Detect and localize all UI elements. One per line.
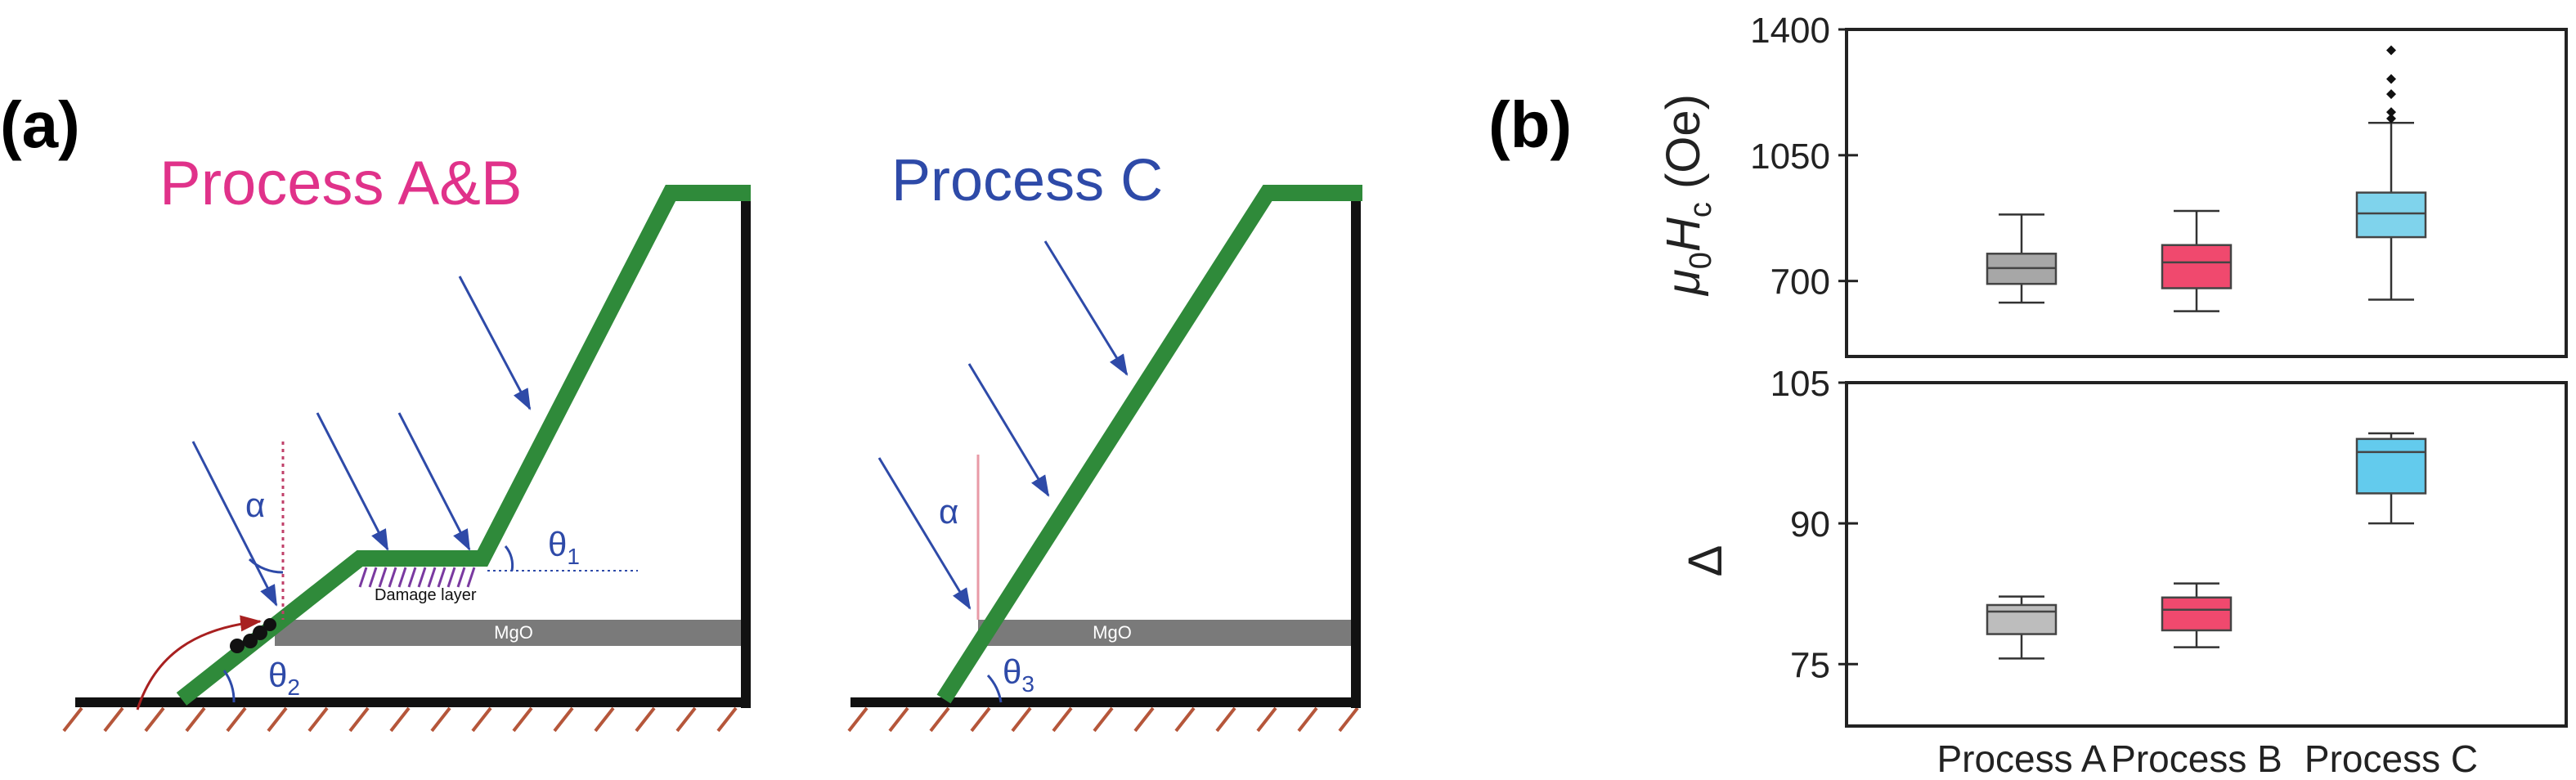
film-profile (176, 185, 751, 706)
x-category-label: Process A (1936, 737, 2106, 780)
hc-outlier (2386, 45, 2396, 56)
hc-box (2161, 244, 2233, 289)
hc-y-tick-label: 1050 (1750, 137, 1830, 177)
hc-y-tick-label: 700 (1770, 262, 1830, 303)
delta-box (2355, 437, 2427, 495)
hc-plot-frame (1845, 28, 2568, 358)
film-profile (936, 185, 1362, 704)
substrate-hatch (62, 706, 738, 733)
mgo-label: MgO (1093, 622, 1132, 643)
delta-plot-frame (1845, 381, 2568, 728)
hc-outlier (2386, 114, 2396, 124)
theta3-label: θ3 (1003, 652, 1034, 697)
process-ab-title: Process A&B (159, 149, 523, 218)
ion-beam-arrow (397, 412, 471, 551)
delta-y-tick-label: 90 (1790, 504, 1830, 545)
ion-beam-arrows (191, 276, 532, 607)
x-category-label: Process C (2304, 737, 2478, 780)
hc-y-tick-label: 1400 (1750, 11, 1830, 51)
ion-beam-arrow (877, 457, 972, 610)
alpha-arc (248, 558, 284, 574)
ion-beam-arrows (877, 240, 1129, 610)
ion-beam-arrow (316, 412, 389, 551)
alpha-label: α (245, 486, 265, 524)
theta2-arc (222, 670, 236, 703)
x-category-label: Process B (2111, 737, 2282, 780)
alpha-label: α (939, 492, 958, 531)
mgo-label: MgO (494, 622, 533, 643)
diagram-process-c: Process C MgO α (847, 148, 1362, 733)
ion-beam-arrow (967, 363, 1050, 497)
theta2-label: θ2 (268, 656, 300, 700)
panel-b: (b) μ0Hc (Oe) Δ 700 1050 1400 75 90 105Proces… (1488, 11, 2568, 780)
delta-y-tick-label: 75 (1790, 645, 1830, 685)
hc-box (2355, 191, 2427, 239)
delta-axis-title: Δ (1679, 545, 1732, 577)
mgo-layer (275, 620, 741, 646)
damage-layer-label: Damage layer (375, 586, 477, 604)
delta-y-tick-label: 105 (1770, 364, 1830, 404)
process-c-title: Process C (891, 148, 1163, 213)
mgo-layer (978, 620, 1351, 646)
damage-layer-hatch (358, 567, 476, 588)
hc-outlier (2386, 74, 2396, 84)
delta-box (1986, 603, 2058, 635)
diagram-process-ab: Process A&B MgO (62, 149, 751, 733)
hc-outlier (2386, 89, 2396, 100)
ion-beam-arrow (458, 276, 532, 410)
ion-beam-arrow (1043, 240, 1129, 376)
hc-axis-title: μ0Hc (Oe) (1657, 94, 1718, 297)
theta1-label: θ1 (548, 525, 580, 569)
substrate-hatch (847, 706, 1359, 733)
panel-a: (a) Process A&B MgO (0, 88, 1362, 733)
theta1-arc (504, 545, 514, 572)
hc-outlier (2386, 107, 2396, 118)
ion-beam-arrow (191, 441, 278, 607)
panel-a-label: (a) (0, 88, 80, 161)
redeposition-arrow (136, 615, 262, 711)
delta-box (2161, 596, 2233, 632)
theta3-arc (986, 674, 1003, 703)
panel-b-label: (b) (1488, 88, 1572, 161)
